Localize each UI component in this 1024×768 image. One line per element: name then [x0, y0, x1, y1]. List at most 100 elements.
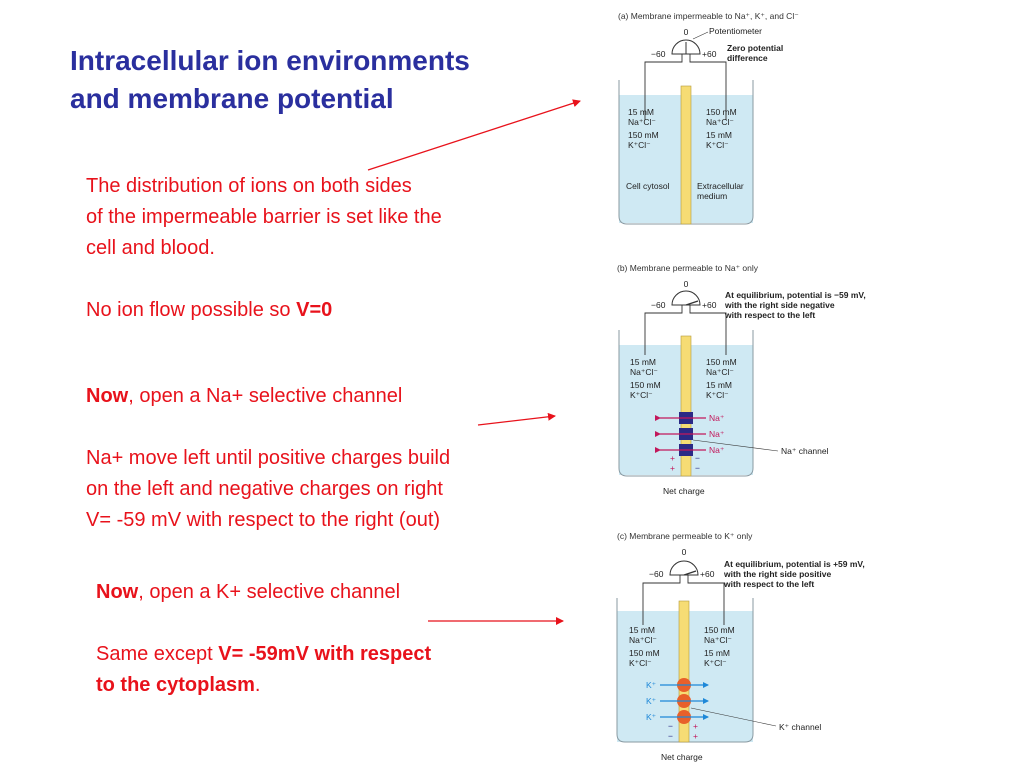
equilibrium-note-2: with the right side negative	[724, 300, 835, 310]
left-k-ion: K⁺Cl⁻	[628, 140, 651, 150]
title-line-1: Intracellular ion environments	[70, 45, 470, 76]
v-zero: V=0	[296, 299, 333, 321]
panel-c: (c) Membrane permeable to K⁺ only 0 −60 …	[616, 531, 865, 762]
na-now-line: Now, open a Na+ selective channel	[86, 381, 566, 412]
net-plus: +	[670, 453, 675, 463]
meter-zero: 0	[684, 27, 689, 37]
net-minus: −	[695, 453, 700, 463]
right-k-conc: 15 mM	[706, 130, 732, 140]
text-span: .	[254, 674, 261, 696]
title-line-2: and membrane potential	[70, 83, 394, 114]
right-k-conc: 15 mM	[706, 380, 732, 390]
lead-wire-right	[689, 305, 727, 355]
text-line: on the left and negative charges on righ…	[86, 478, 443, 500]
membrane	[678, 600, 690, 743]
meter-neg: −60	[649, 569, 664, 579]
extracellular-label: Extracellular	[697, 181, 744, 191]
text-span-bold: to the cytoplasm	[96, 674, 255, 696]
text-line: of the impermeable barrier is set like t…	[86, 206, 442, 228]
k-channel-text: Now, open a K+ selective channel Same ex…	[96, 577, 566, 701]
left-na-conc: 15 mM	[630, 357, 656, 367]
text-span-bold: V= -59mV with respect	[218, 643, 432, 665]
lead-wire-right	[687, 575, 725, 625]
equilibrium-note: At equilibrium, potential is −59 mV,	[725, 290, 866, 300]
panel-b-caption: (b) Membrane permeable to Na⁺ only	[617, 263, 759, 273]
left-k-ion: K⁺Cl⁻	[629, 658, 652, 668]
right-k-ion: K⁺Cl⁻	[706, 390, 729, 400]
left-k-conc: 150 mM	[630, 380, 661, 390]
right-k-conc: 15 mM	[704, 648, 730, 658]
text-span: Same except	[96, 643, 219, 665]
arrow-to-panel-a	[367, 99, 581, 171]
equilibrium-note: At equilibrium, potential is +59 mV,	[724, 559, 865, 569]
na-ion-label: Na⁺	[709, 413, 725, 423]
equilibrium-note-2: with the right side positive	[723, 569, 831, 579]
text-span: , open a Na+ selective channel	[128, 385, 403, 407]
right-na-ion: Na⁺Cl⁻	[706, 367, 734, 377]
na-ion-label: Na⁺	[709, 429, 725, 439]
meter-pos: +60	[702, 300, 717, 310]
impermeable-barrier-text: The distribution of ions on both sides o…	[86, 171, 566, 326]
left-na-conc: 15 mM	[629, 625, 655, 635]
potentiometer-label: Potentiometer	[709, 26, 762, 36]
k-now-line: Now, open a K+ selective channel	[96, 577, 566, 608]
cytoplasm-line: to the cytoplasm.	[96, 670, 566, 701]
net-plus: +	[670, 463, 675, 473]
text-line: The distribution of ions on both sides	[86, 175, 412, 197]
channel-pointer	[692, 439, 779, 452]
right-na-conc: 150 mM	[704, 625, 735, 635]
left-k-conc: 150 mM	[628, 130, 659, 140]
arrow-to-panel-b	[477, 412, 556, 426]
no-flow-line: No ion flow possible so V=0	[86, 295, 566, 326]
na-channel-label: Na⁺ channel	[781, 446, 829, 456]
k-ion-label: K⁺	[646, 712, 657, 722]
meter-needle	[685, 300, 699, 306]
text-line: cell and blood.	[86, 237, 215, 259]
zero-potential-note-2: difference	[727, 53, 768, 63]
same-except-line: Same except V= -59mV with respect	[96, 639, 566, 670]
right-na-conc: 150 mM	[706, 357, 737, 367]
left-na-conc: 15 mM	[628, 107, 654, 117]
lead-wire-left	[644, 54, 683, 120]
right-na-conc: 150 mM	[706, 107, 737, 117]
panel-a: (a) Membrane impermeable to Na⁺, K⁺, and…	[618, 11, 799, 225]
meter-zero: 0	[684, 279, 689, 289]
equilibrium-note-3: with respect to the left	[724, 310, 815, 320]
text-span: No ion flow possible so	[86, 299, 297, 321]
net-plus: +	[693, 721, 698, 731]
meter-needle	[683, 570, 697, 576]
potentiometer-dome	[671, 290, 701, 306]
text-line: V= -59 mV with respect to the right (out…	[86, 509, 441, 531]
na-channel-text: Now, open a Na+ selective channel Na+ mo…	[86, 381, 566, 536]
meter-neg: −60	[651, 300, 666, 310]
net-minus: −	[668, 721, 673, 731]
meter-pos: +60	[702, 49, 717, 59]
text-span: , open a K+ selective channel	[138, 581, 401, 603]
cell-cytosol-label: Cell cytosol	[626, 181, 670, 191]
k-ion-label: K⁺	[646, 680, 657, 690]
equilibrium-note-3: with respect to the left	[723, 579, 814, 589]
panel-b: (b) Membrane permeable to Na⁺ only 0 −60…	[617, 263, 866, 496]
net-charge-label: Net charge	[661, 752, 703, 762]
net-charge-label: Net charge	[663, 486, 705, 496]
left-k-ion: K⁺Cl⁻	[630, 390, 653, 400]
net-minus: −	[668, 731, 673, 741]
panel-c-caption: (c) Membrane permeable to K⁺ only	[617, 531, 753, 541]
lead-wire-left	[642, 575, 681, 625]
net-plus: +	[693, 731, 698, 741]
potentiometer-dome	[669, 560, 699, 576]
potentiometer-pointer	[692, 31, 709, 40]
k-channel-label: K⁺ channel	[779, 722, 821, 732]
left-na-ion: Na⁺Cl⁻	[628, 117, 656, 127]
extracellular-label-2: medium	[697, 191, 727, 201]
channel-pointer	[690, 707, 777, 727]
meter-neg: −60	[651, 49, 666, 59]
panel-a-caption: (a) Membrane impermeable to Na⁺, K⁺, and…	[618, 11, 799, 21]
lead-wire-right	[689, 54, 727, 120]
net-minus: −	[695, 463, 700, 473]
now-label: Now	[96, 581, 139, 603]
membrane	[680, 85, 692, 225]
zero-potential-note: Zero potential	[727, 43, 783, 53]
membrane	[680, 335, 692, 477]
